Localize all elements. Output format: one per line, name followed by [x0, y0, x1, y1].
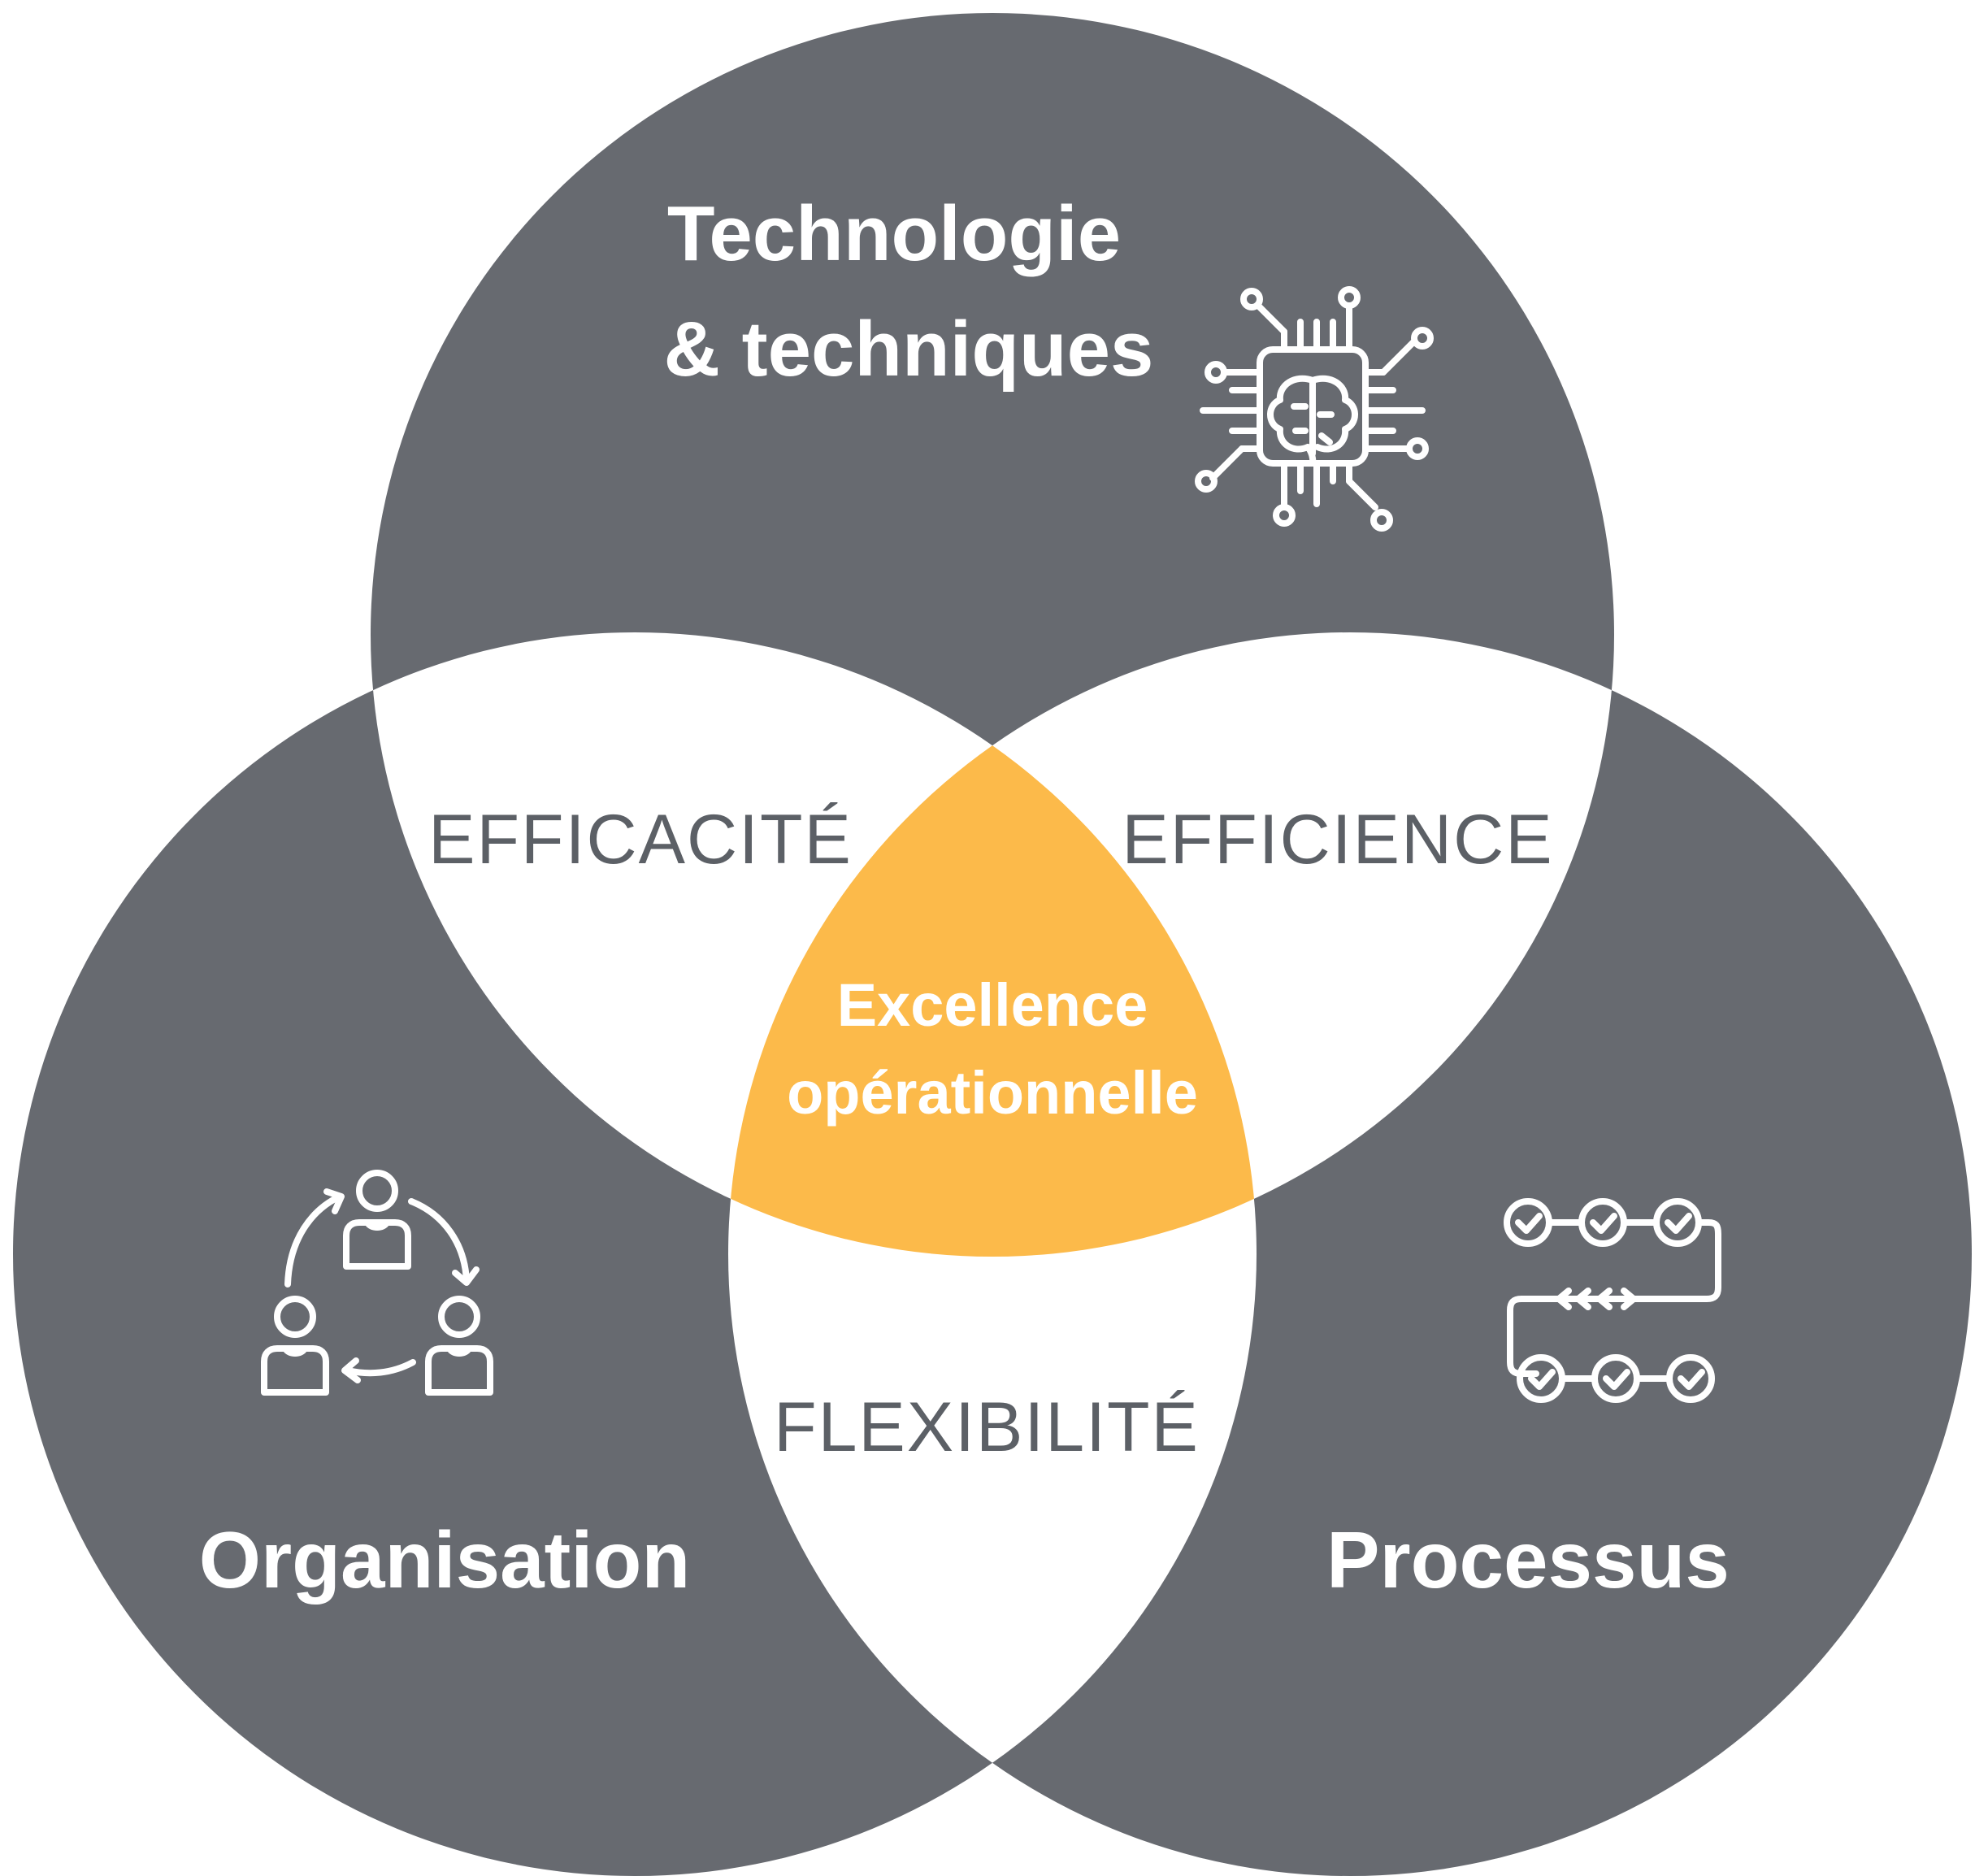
center-overlap: [728, 632, 1257, 1257]
ai-chip-brain-icon: [1195, 286, 1434, 532]
efficacite-label: EFFICACITÉ: [428, 801, 853, 879]
team-cycle-icon: [261, 1170, 493, 1396]
center-label-line1: Excellence: [837, 971, 1148, 1039]
processus-title: Processus: [1326, 1515, 1730, 1605]
technologie-title-line2: & techniques: [664, 306, 1154, 393]
technologie-title-line1: Technologie: [667, 190, 1121, 277]
efficience-label: EFFICIENCE: [1122, 801, 1553, 879]
center-label-line2: opérationnelle: [787, 1059, 1198, 1127]
workflow-checklist-icon: [1504, 1198, 1721, 1403]
flexibilite-label: FLEXIBILITÉ: [774, 1388, 1200, 1466]
organisation-title: Organisation: [199, 1515, 690, 1605]
